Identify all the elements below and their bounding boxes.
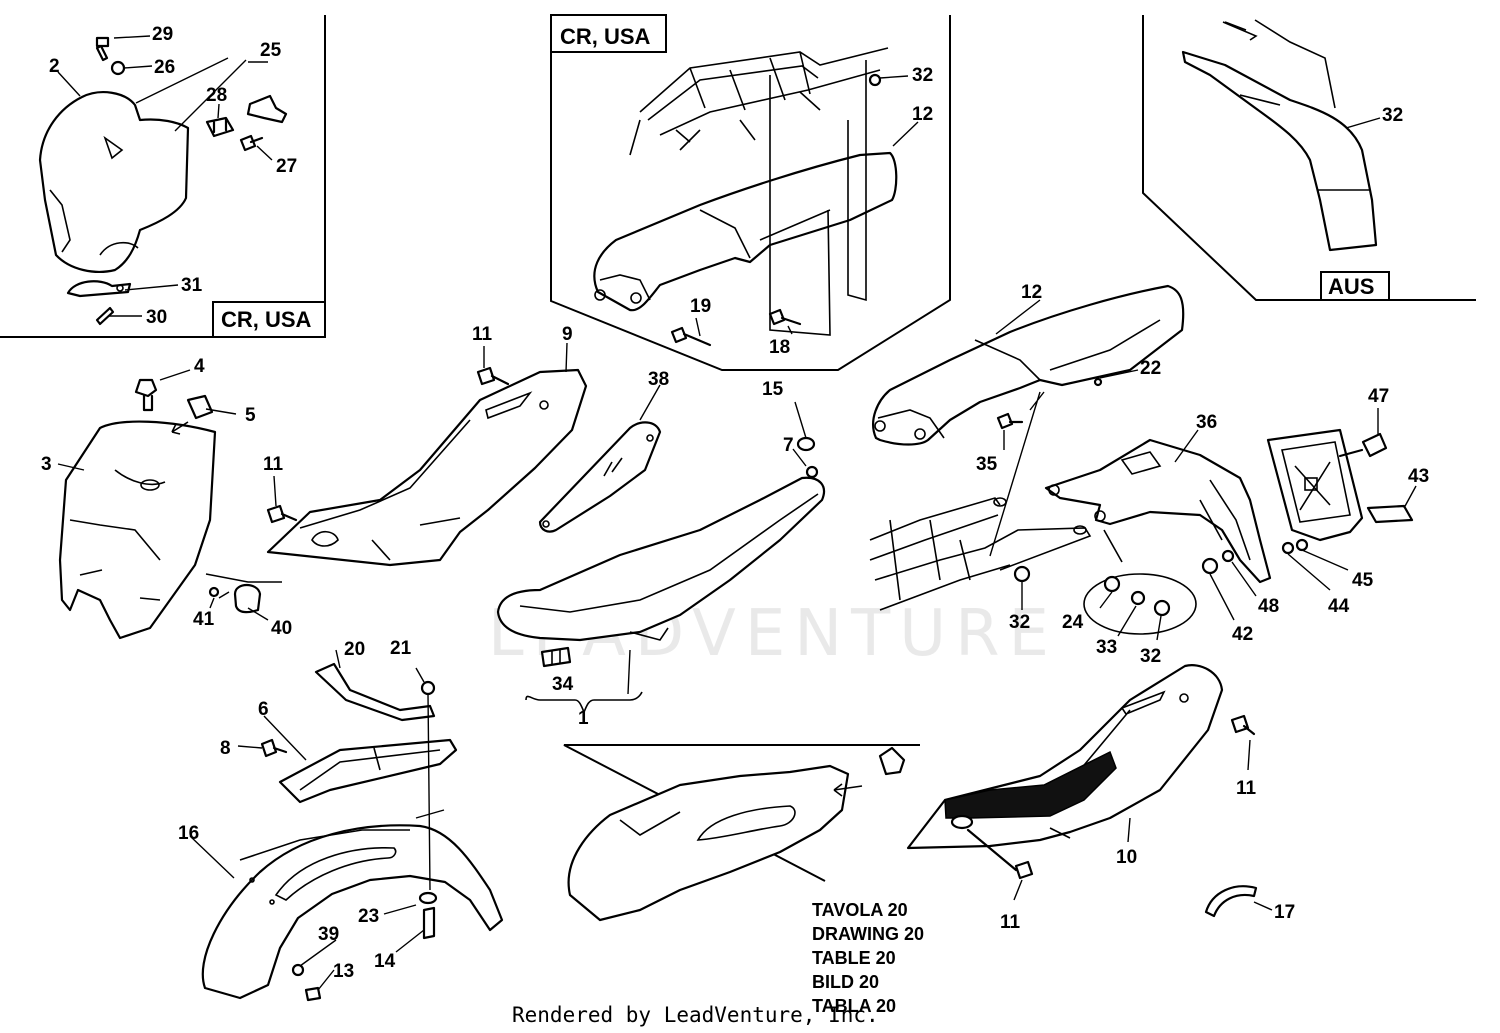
- headlight-mask-shape: [38, 91, 190, 273]
- subframe-lower-shape: [869, 497, 1092, 611]
- callout-19[interactable]: 19: [690, 296, 711, 317]
- callout-24[interactable]: 24: [1062, 612, 1084, 633]
- callout-23[interactable]: 23: [358, 906, 379, 927]
- callout-48[interactable]: 48: [1258, 596, 1279, 617]
- cover-inset-group: TAVOLA 20 DRAWING 20 TABLE 20 BILD 20 TA…: [563, 744, 924, 1016]
- callout-25[interactable]: 25: [260, 40, 282, 61]
- front-fender-shape: [201, 824, 504, 1000]
- front-number-plate-group: 4 5 3 41 40: [41, 356, 292, 640]
- callout-3[interactable]: 3: [41, 454, 52, 475]
- tavola-line-1: TAVOLA 20: [812, 900, 908, 920]
- callout-40[interactable]: 40: [271, 618, 292, 639]
- callout-11-right[interactable]: 11: [1236, 778, 1257, 799]
- callout-2[interactable]: 2: [49, 56, 60, 77]
- callout-35[interactable]: 35: [976, 454, 998, 475]
- rear-fender-main-group: 12 22 35: [872, 282, 1185, 557]
- rear-fender-aus-shape: [1181, 50, 1378, 252]
- callout-11-upper[interactable]: 11: [472, 324, 493, 345]
- callout-32-frame[interactable]: 32: [1009, 612, 1030, 633]
- region-label-aus: AUS: [1328, 274, 1374, 299]
- callout-47[interactable]: 47: [1368, 386, 1389, 407]
- callout-28[interactable]: 28: [206, 85, 227, 106]
- callout-17[interactable]: 17: [1274, 902, 1295, 923]
- callout-43[interactable]: 43: [1408, 466, 1429, 487]
- plate-holder-group: 47 43 44 45: [1266, 386, 1429, 617]
- seat-shape: [496, 476, 826, 642]
- callout-12-inset[interactable]: 12: [912, 104, 933, 125]
- callout-11-lower[interactable]: 11: [1000, 912, 1021, 933]
- callout-8[interactable]: 8: [220, 738, 231, 759]
- callout-30[interactable]: 30: [146, 307, 167, 328]
- rear-fender-main-shape: [872, 284, 1185, 446]
- callout-18[interactable]: 18: [769, 337, 790, 358]
- callout-6[interactable]: 6: [258, 699, 269, 720]
- callout-41[interactable]: 41: [193, 609, 215, 630]
- callout-14[interactable]: 14: [374, 951, 396, 972]
- callout-27[interactable]: 27: [276, 156, 297, 177]
- callout-11-left[interactable]: 11: [263, 454, 284, 475]
- callout-42[interactable]: 42: [1232, 624, 1253, 645]
- callout-15[interactable]: 15: [762, 379, 784, 400]
- callout-44[interactable]: 44: [1328, 596, 1350, 617]
- tavola-line-4: BILD 20: [812, 972, 879, 992]
- inset-rear-fender-aus: AUS 32: [1142, 15, 1476, 301]
- callout-7[interactable]: 7: [783, 435, 794, 456]
- tavola-line-2: DRAWING 20: [812, 924, 924, 944]
- seat-group: 15 7 34 1: [496, 379, 826, 729]
- callout-21[interactable]: 21: [390, 638, 412, 659]
- side-number-panel-shape: [538, 421, 662, 533]
- callout-20[interactable]: 20: [344, 639, 365, 660]
- fender-brace-shape: [278, 738, 458, 804]
- side-panel-right-group: 11 11 10: [906, 664, 1257, 933]
- retaining-clip-shape: [1204, 885, 1258, 918]
- subframe-lower-group: 32: [869, 497, 1092, 633]
- callout-32-bracket[interactable]: 32: [1140, 646, 1161, 667]
- callout-36[interactable]: 36: [1196, 412, 1217, 433]
- region-label-subframe: CR, USA: [560, 24, 651, 49]
- callout-26[interactable]: 26: [154, 57, 175, 78]
- front-fender-group: 20 21 6 8 16 23 14 39 13: [178, 638, 504, 1002]
- callout-31[interactable]: 31: [181, 275, 203, 296]
- callout-34[interactable]: 34: [552, 674, 574, 695]
- taillight-bracket-shape: [1044, 438, 1272, 584]
- callout-10[interactable]: 10: [1116, 847, 1137, 868]
- tavola-line-3: TABLE 20: [812, 948, 896, 968]
- callout-32-inset[interactable]: 32: [912, 65, 933, 86]
- callout-45[interactable]: 45: [1352, 570, 1374, 591]
- tavola-line-5: TABLA 20: [812, 996, 896, 1016]
- callout-12-main[interactable]: 12: [1021, 282, 1042, 303]
- callout-22[interactable]: 22: [1140, 358, 1161, 379]
- callout-32-aus[interactable]: 32: [1382, 105, 1403, 126]
- footer-credit: Rendered by LeadVenture, Inc.: [512, 1003, 879, 1027]
- front-number-plate-shape: [58, 420, 217, 640]
- rear-bracket-36-group: 36 24 33 32 42 48: [1044, 412, 1279, 667]
- callout-16[interactable]: 16: [178, 823, 199, 844]
- callout-29[interactable]: 29: [152, 24, 173, 45]
- inset-headlight-cr-usa: CR, USA 29 26 2 25 28 27 31 30: [0, 15, 326, 338]
- callout-33[interactable]: 33: [1096, 637, 1117, 658]
- inset-subframe-cr-usa: CR, USA 32 12 19 18: [550, 14, 951, 371]
- number-panel-38-group: 38: [538, 369, 669, 533]
- side-panel-left-group: 11 9 11: [263, 324, 588, 567]
- tail-fender-shape-inset: [593, 151, 898, 312]
- callout-1[interactable]: 1: [578, 708, 589, 729]
- clip-17-group: 17: [1204, 885, 1295, 923]
- region-label-headlight: CR, USA: [221, 307, 312, 332]
- callout-13[interactable]: 13: [333, 961, 354, 982]
- callout-39[interactable]: 39: [318, 924, 339, 945]
- side-panel-left-shape: [266, 368, 588, 567]
- frame-cover-shape: [567, 764, 850, 922]
- callout-9[interactable]: 9: [562, 324, 573, 345]
- callout-4[interactable]: 4: [194, 356, 205, 377]
- callout-5[interactable]: 5: [245, 405, 256, 426]
- callout-38[interactable]: 38: [648, 369, 669, 390]
